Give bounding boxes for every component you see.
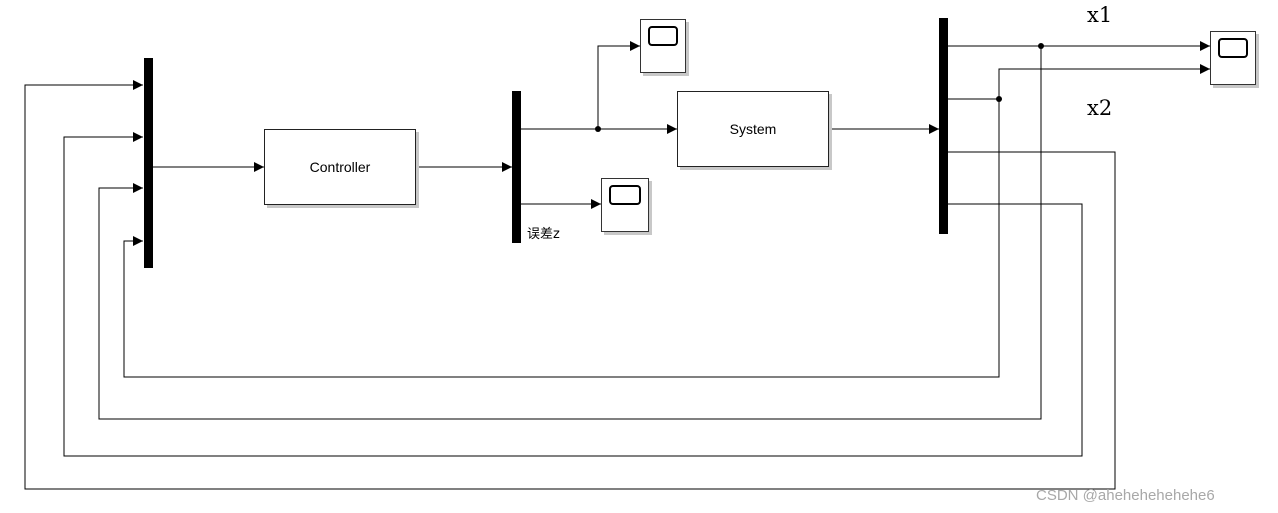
signal-label-x1: x1	[1087, 3, 1113, 27]
controller-label: Controller	[309, 159, 371, 175]
wire-branch-to-scope-top	[597, 41, 640, 129]
scope-screen-icon	[648, 26, 678, 46]
wire-x2-to-scope	[947, 64, 1210, 100]
error-signal-label: 误差z	[527, 227, 560, 242]
watermark: CSDN @ahehehehehehe6	[1036, 487, 1215, 504]
mux-input-bar[interactable]	[144, 58, 153, 268]
junction-dot-mux2	[595, 126, 601, 132]
scope-screen-icon	[1218, 38, 1248, 58]
demux-output-bar[interactable]	[939, 18, 948, 234]
junction-dot-x2	[996, 96, 1002, 102]
mux-error-bar[interactable]	[512, 91, 521, 243]
controller-block[interactable]: Controller	[264, 129, 416, 205]
scope-top[interactable]	[640, 19, 686, 73]
wire-feedback-out4	[63, 132, 1083, 457]
scope-error[interactable]	[601, 178, 649, 232]
system-label: System	[729, 121, 777, 137]
junction-dot-x1	[1038, 43, 1044, 49]
signal-label-x2: x2	[1087, 96, 1113, 120]
wire-feedback-x2	[123, 99, 1000, 378]
scope-states[interactable]	[1210, 31, 1256, 85]
wire-feedback-x1	[98, 46, 1042, 420]
scope-screen-icon	[609, 185, 641, 205]
system-block[interactable]: System	[677, 91, 829, 167]
wire-feedback-out3	[24, 80, 1116, 490]
